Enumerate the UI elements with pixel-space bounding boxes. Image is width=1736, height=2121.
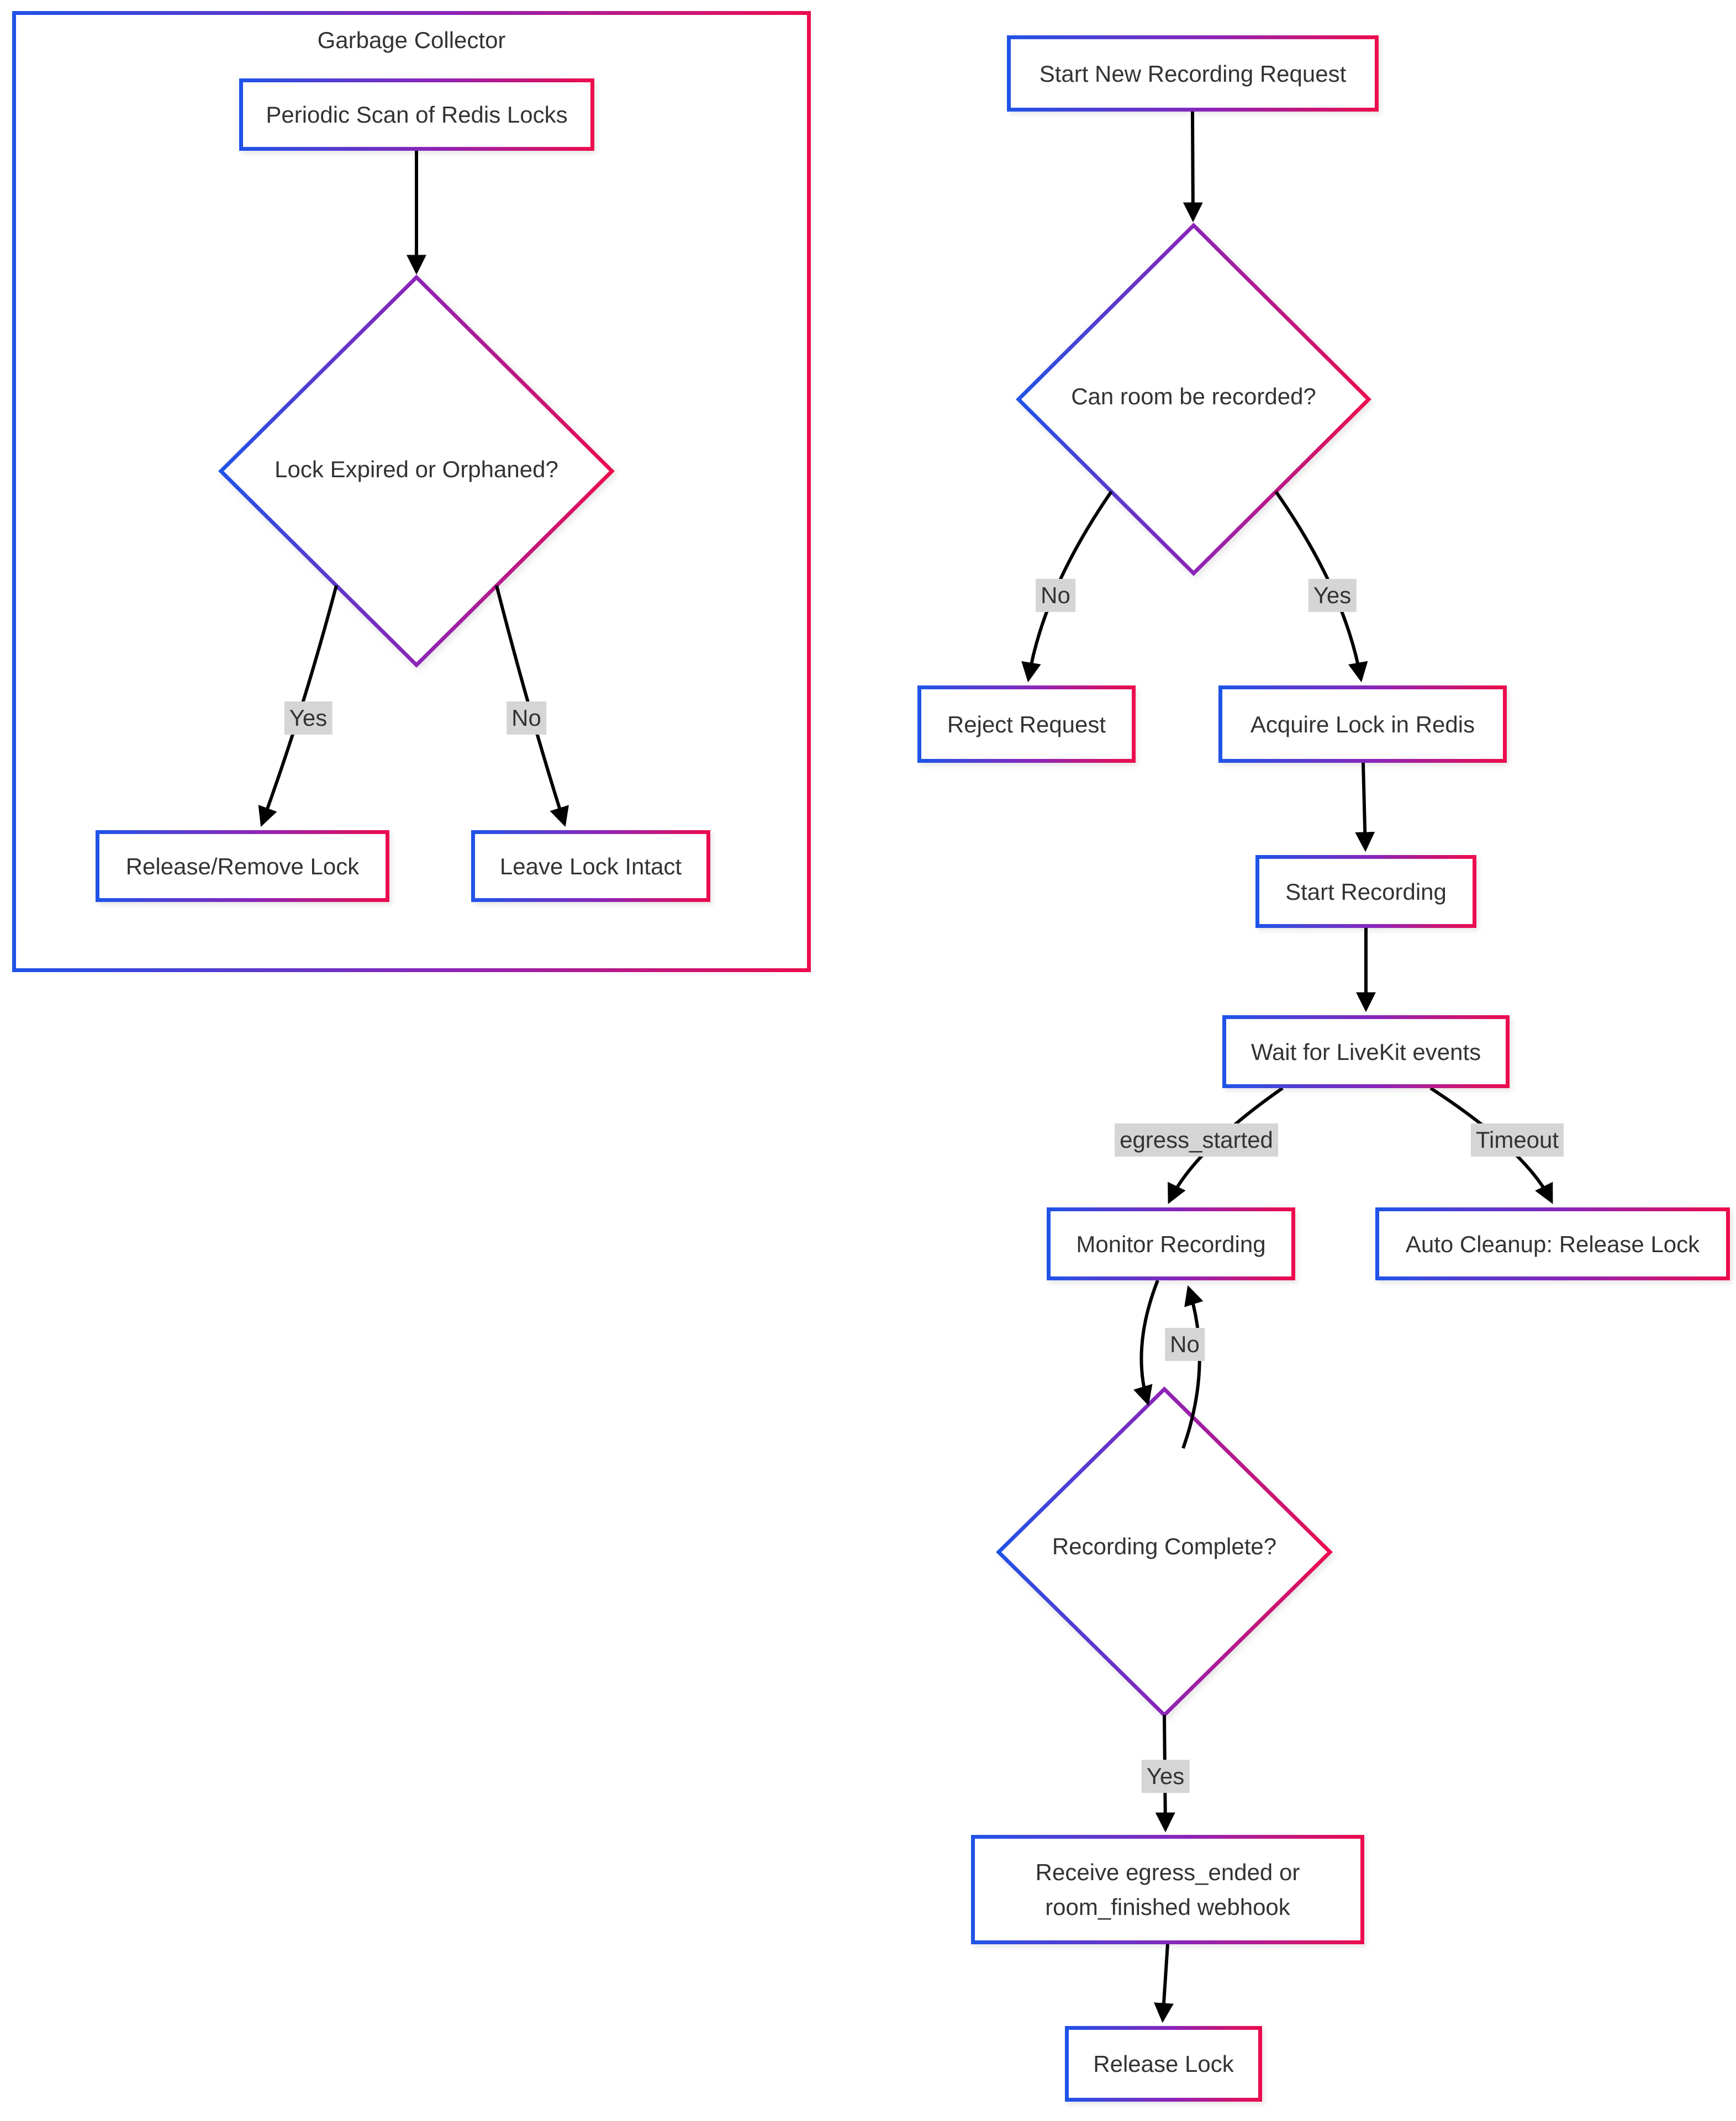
node-start-recording: Start Recording	[1255, 855, 1476, 928]
node-acquire-lock-in-redis: Acquire Lock in Redis	[1218, 685, 1507, 763]
node-wait-for-livekit-events: Wait for LiveKit events	[1222, 1015, 1510, 1088]
edge-label-gc-no: No	[506, 701, 546, 735]
node-auto-cleanup-release-lock: Auto Cleanup: Release Lock	[1375, 1207, 1730, 1280]
node-start-new-recording-request: Start New Recording Request	[1007, 35, 1379, 112]
edge-label-can-no: No	[1036, 579, 1075, 612]
edge-label-egress-started: egress_started	[1115, 1123, 1278, 1157]
edge-webhook-to-release	[1154, 1944, 1174, 2023]
node-monitor-recording: Monitor Recording	[1047, 1207, 1295, 1280]
node-periodic-scan: Periodic Scan of Redis Locks	[239, 78, 594, 151]
edge-label-can-yes: Yes	[1308, 579, 1357, 612]
edge-complete-no-loop	[1181, 1285, 1204, 1449]
node-reject-request: Reject Request	[917, 685, 1136, 763]
node-receive-webhook: Receive egress_ended or room_finished we…	[971, 1835, 1364, 1944]
edge-label-timeout: Timeout	[1470, 1123, 1564, 1157]
edge-label-complete-yes: Yes	[1141, 1760, 1190, 1793]
node-release-remove-lock: Release/Remove Lock	[96, 830, 389, 902]
decision-can-record-shape	[1016, 223, 1371, 576]
edge-start-to-canrecord	[1183, 111, 1203, 223]
decision-lock-expired-label: Lock Expired or Orphaned?	[275, 456, 558, 482]
edge-label-gc-yes: Yes	[284, 701, 333, 735]
node-release-lock: Release Lock	[1065, 2026, 1262, 2102]
subgraph-garbage-collector: Garbage Collector	[12, 11, 811, 972]
edge-acquire-to-startrecording	[1355, 762, 1375, 852]
node-leave-lock-intact: Leave Lock Intact	[471, 830, 710, 902]
decision-recording-complete-label: Recording Complete?	[1052, 1533, 1277, 1559]
decision-can-record-label: Can room be recorded?	[1071, 383, 1316, 409]
edge-label-loop-no: No	[1165, 1328, 1205, 1361]
edge-monitor-to-complete	[1133, 1279, 1159, 1406]
subgraph-title: Garbage Collector	[317, 27, 506, 53]
